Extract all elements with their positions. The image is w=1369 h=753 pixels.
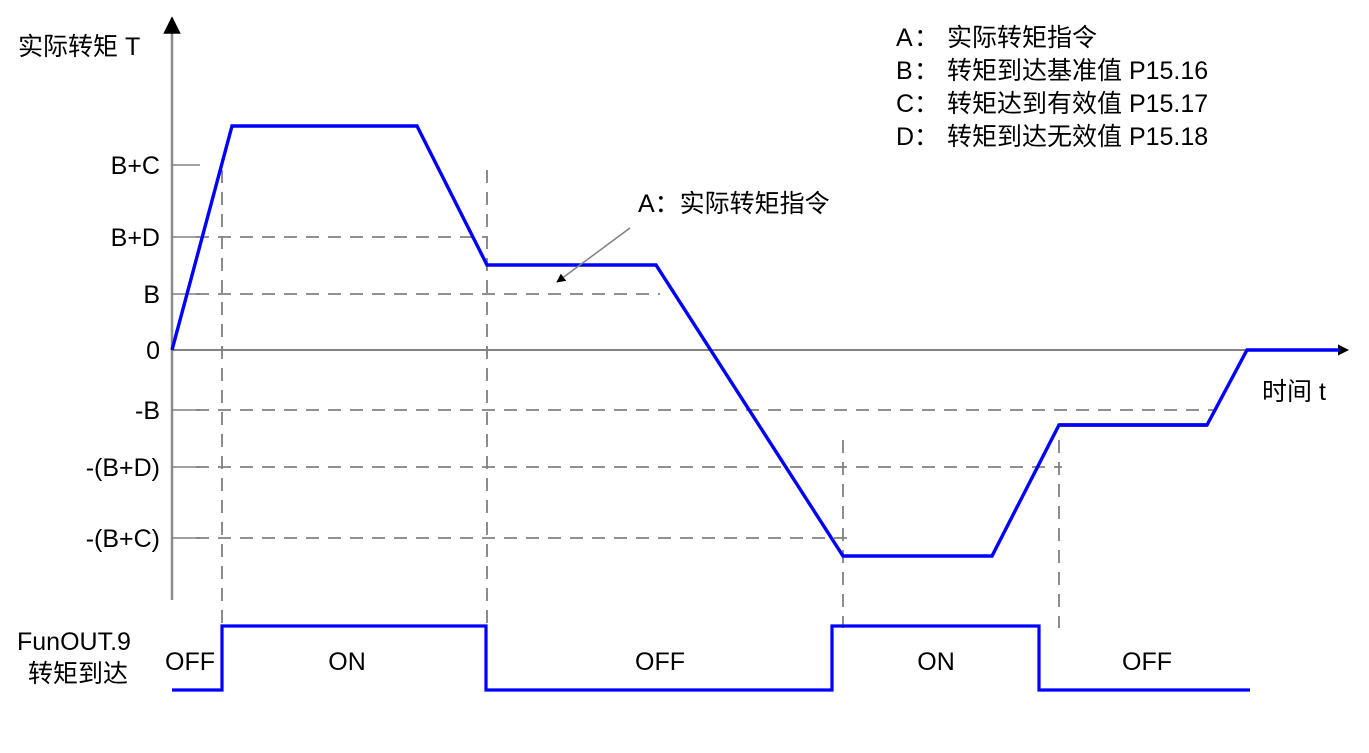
state-label-off-2: OFF	[635, 648, 685, 676]
y-tick-label-b-plus-c: B+C	[111, 152, 160, 180]
legend-item-b: B ： 转矩到达基准值 P15.16	[896, 57, 1208, 85]
axes	[163, 16, 1350, 600]
y-tick-label-b-plus-d: B+D	[111, 224, 160, 252]
legend: A ： 实际转矩指令 B ： 转矩到达基准值 P15.16 C ： 转矩达到有效…	[896, 24, 1208, 151]
legend-item-b-key: B	[896, 57, 913, 85]
funout9-waveform-line	[172, 624, 1250, 692]
legend-item-c-key: C	[896, 90, 914, 118]
y-tick-label-minus-b-plus-c: -(B+C)	[86, 525, 160, 553]
y-axis-title: 实际转矩 T	[18, 33, 140, 61]
funout9-subtitle: 转矩到达	[28, 660, 128, 688]
horizontal-gridlines	[196, 236, 1215, 539]
legend-item-d: D ： 转矩到达无效值 P15.18	[896, 123, 1208, 151]
annotation-leader	[556, 227, 631, 283]
legend-item-d-key: D	[896, 123, 914, 151]
annotation-leader-line	[556, 227, 631, 283]
legend-item-b-text: 转矩到达基准值 P15.16	[947, 57, 1208, 85]
y-tick-label-zero: 0	[146, 337, 160, 365]
legend-item-a-separator: ：	[914, 24, 939, 52]
legend-item-a: A ： 实际转矩指令	[896, 24, 1097, 52]
x-axis-title: 时间 t	[1262, 378, 1326, 406]
legend-item-c-separator: ：	[914, 90, 939, 118]
legend-item-a-key: A	[896, 24, 913, 52]
legend-item-a-text: 实际转矩指令	[947, 24, 1097, 52]
y-tick-label-b: B	[143, 281, 160, 309]
y-tick-label-minus-b: -B	[135, 397, 160, 425]
legend-item-d-text: 转矩到达无效值 P15.18	[947, 123, 1208, 151]
vertical-gridlines	[221, 170, 1060, 628]
y-axis-ticks	[172, 164, 200, 539]
funout9-name: FunOUT.9	[17, 628, 131, 656]
state-label-on-1: ON	[328, 648, 366, 676]
legend-item-b-separator: ：	[914, 57, 939, 85]
torque-curve-line	[170, 124, 1340, 558]
legend-item-c: C ： 转矩达到有效值 P15.17	[896, 90, 1208, 118]
funout9-waveform	[172, 624, 1250, 692]
annotation-label: A：实际转矩指令	[638, 190, 830, 218]
state-label-on-2: ON	[917, 648, 955, 676]
y-tick-label-minus-b-plus-d: -(B+D)	[86, 454, 160, 482]
legend-item-d-separator: ：	[914, 123, 939, 151]
state-label-off-3: OFF	[1122, 648, 1172, 676]
legend-item-c-text: 转矩达到有效值 P15.17	[947, 90, 1208, 118]
torque-command-curve	[170, 124, 1340, 558]
state-label-off-1: OFF	[165, 648, 215, 676]
